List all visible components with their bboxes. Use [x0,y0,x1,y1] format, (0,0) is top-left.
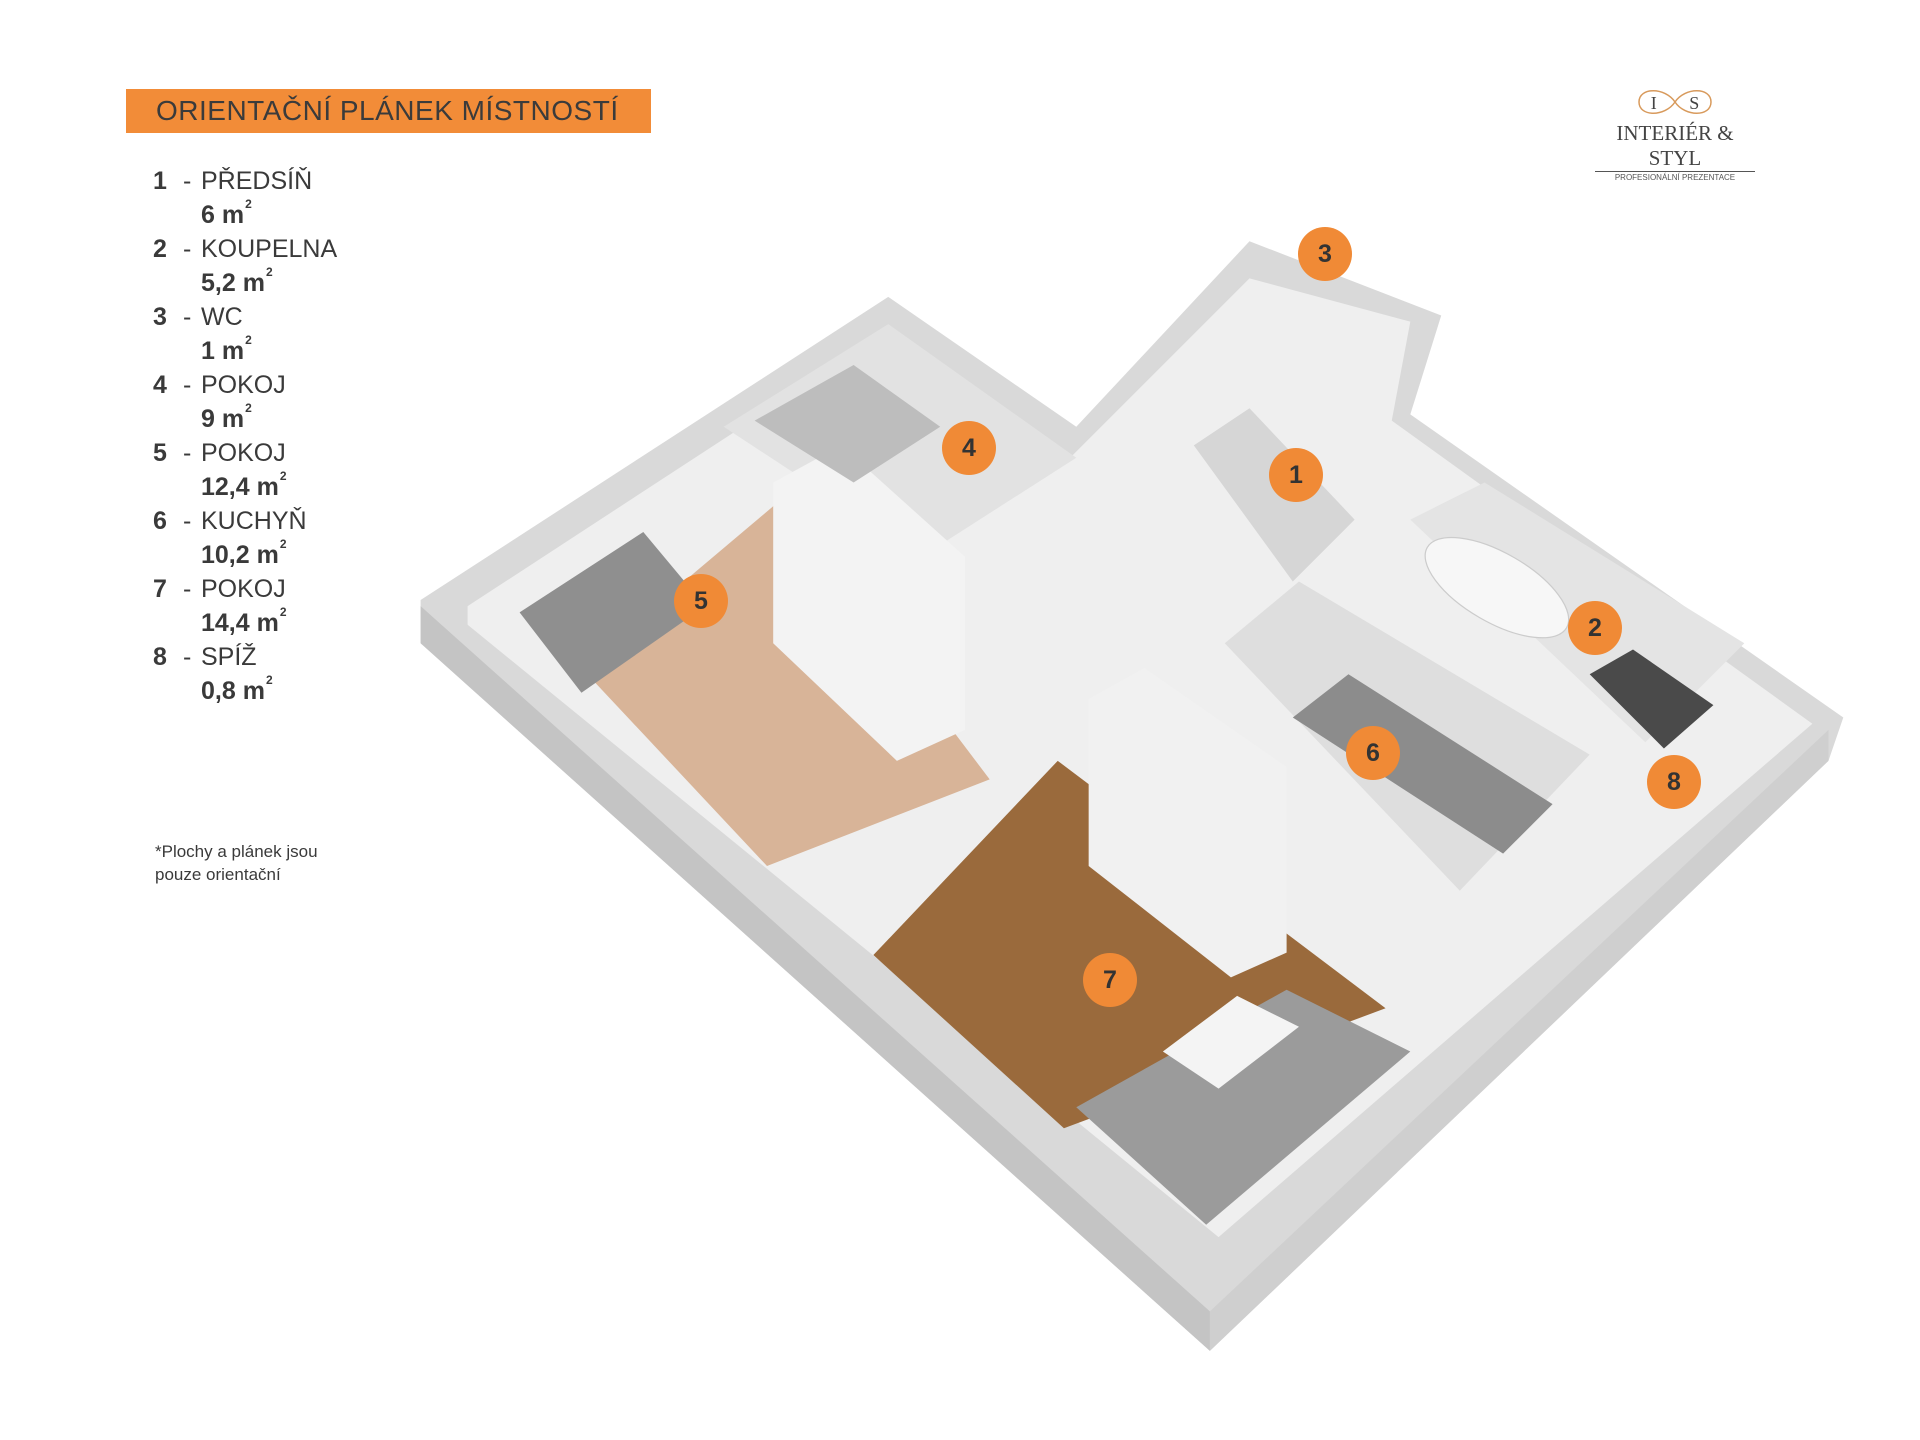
area-exponent: 2 [265,265,273,279]
logo-monogram-text: I S [1650,93,1714,113]
bed-room-5 [519,531,706,693]
company-logo: I S INTERIÉR & STYL PROFESIONÁLNÍ PREZEN… [1595,85,1755,184]
hallway-floor [1193,408,1355,582]
room-name: POKOJ [201,439,286,467]
room-area: 12,4 m2 [153,470,337,504]
bed-room-4 [754,364,941,483]
sofa [1076,989,1411,1225]
title-banner: ORIENTAČNÍ PLÁNEK MÍSTNOSTÍ [126,89,651,133]
area-exponent: 2 [279,605,287,619]
dash: - [183,303,192,331]
page-title: ORIENTAČNÍ PLÁNEK MÍSTNOSTÍ [156,95,619,126]
room-marker-1: 1 [1269,448,1323,502]
bathtub [1424,536,1570,639]
room-area: 5,2 m2 [153,266,337,300]
room-number: 8 [153,643,167,671]
room-name: WC [201,303,243,331]
disclaimer-note: *Plochy a plánek jsou pouze orientační [155,840,318,886]
room-name: POKOJ [201,371,286,399]
area-exponent: 2 [279,537,287,551]
dash: - [183,371,192,399]
dash: - [183,643,192,671]
legend-entry: 5-POKOJ 12,4 m2 [153,436,337,504]
area-value: 6 m [201,201,245,229]
dash: - [183,235,192,263]
legend-entry: 3-WC 1 m2 [153,300,337,368]
area-value: 9 m [201,405,245,433]
room-number: 2 [153,235,167,263]
area-value: 1 m [201,337,245,365]
room-marker-6: 6 [1346,726,1400,780]
area-exponent: 2 [265,673,273,687]
room-number: 1 [153,167,167,195]
room-name: POKOJ [201,575,286,603]
room-name: SPÍŽ [201,643,257,671]
room-number: 3 [153,303,167,331]
legend-entry: 1-PŘEDSÍŇ 6 m2 [153,164,337,232]
room-number: 7 [153,575,167,603]
room-number: 6 [153,507,167,535]
room-area: 9 m2 [153,402,337,436]
note-line: *Plochy a plánek jsou [155,842,318,861]
dash: - [183,575,192,603]
logo-monogram: I S [1595,85,1755,121]
area-value: 5,2 m [201,269,265,297]
kitchen-counter [1292,674,1553,854]
room-marker-4: 4 [942,421,996,475]
area-value: 10,2 m [201,541,279,569]
room-area: 1 m2 [153,334,337,368]
legend-entry: 6-KUCHYŇ 10,2 m2 [153,504,337,572]
room-marker-8: 8 [1647,755,1701,809]
bookshelf [1088,668,1287,978]
room-marker-5: 5 [674,574,728,628]
infinity-icon [1638,90,1712,114]
legend-entry: 8-SPÍŽ 0,8 m2 [153,640,337,708]
area-exponent: 2 [245,333,252,347]
area-value: 14,4 m [201,609,279,637]
room-number: 4 [153,371,167,399]
room-marker-3: 3 [1298,227,1352,281]
logo-brand: INTERIÉR & STYL [1595,121,1755,172]
room-name: KOUPELNA [201,235,338,263]
building-side-right [1209,729,1829,1351]
area-exponent: 2 [279,469,287,483]
room-area: 14,4 m2 [153,606,337,640]
area-value: 0,8 m [201,677,265,705]
room-area: 6 m2 [153,198,337,232]
pantry-floor [1589,649,1714,749]
area-exponent: 2 [245,197,252,211]
coffee-table [1162,995,1299,1089]
wardrobe [773,445,965,761]
legend-entry: 7-POKOJ 14,4 m2 [153,572,337,640]
note-line: pouze orientační [155,865,281,884]
area-value: 12,4 m [201,473,279,501]
legend-entry: 4-POKOJ 9 m2 [153,368,337,436]
room-number: 5 [153,439,167,467]
area-exponent: 2 [245,401,252,415]
dash: - [183,439,192,467]
dash: - [183,167,192,195]
room-marker-7: 7 [1083,953,1137,1007]
room-area: 10,2 m2 [153,538,337,572]
room-marker-2: 2 [1568,601,1622,655]
dash: - [183,507,192,535]
logo-tagline: PROFESIONÁLNÍ PREZENTACE [1614,173,1736,182]
building-side-shadow [420,606,1210,1351]
room-name: PŘEDSÍŇ [201,167,313,195]
room-area: 0,8 m2 [153,674,337,708]
room-name: KUCHYŇ [201,507,307,535]
